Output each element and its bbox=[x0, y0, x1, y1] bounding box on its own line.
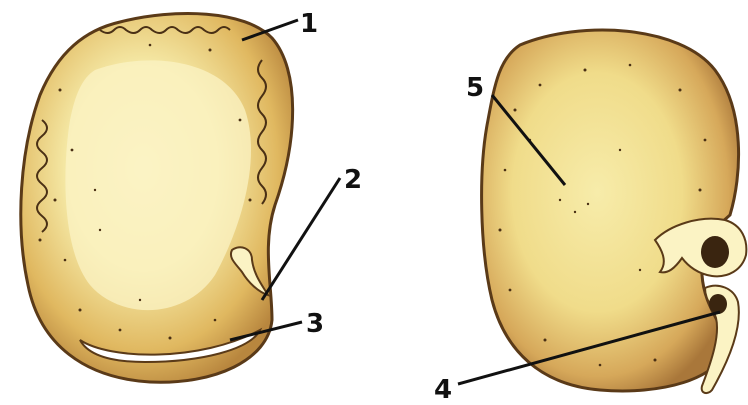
left-seed bbox=[21, 14, 293, 383]
right-seed bbox=[482, 30, 747, 393]
right-seed-body bbox=[482, 30, 739, 391]
label-5: 5 bbox=[466, 73, 484, 103]
label-3: 3 bbox=[306, 309, 324, 339]
label-2: 2 bbox=[344, 165, 362, 195]
label-1: 1 bbox=[300, 9, 318, 39]
right-seed-hilum-dark bbox=[701, 236, 729, 268]
label-4: 4 bbox=[434, 375, 452, 405]
